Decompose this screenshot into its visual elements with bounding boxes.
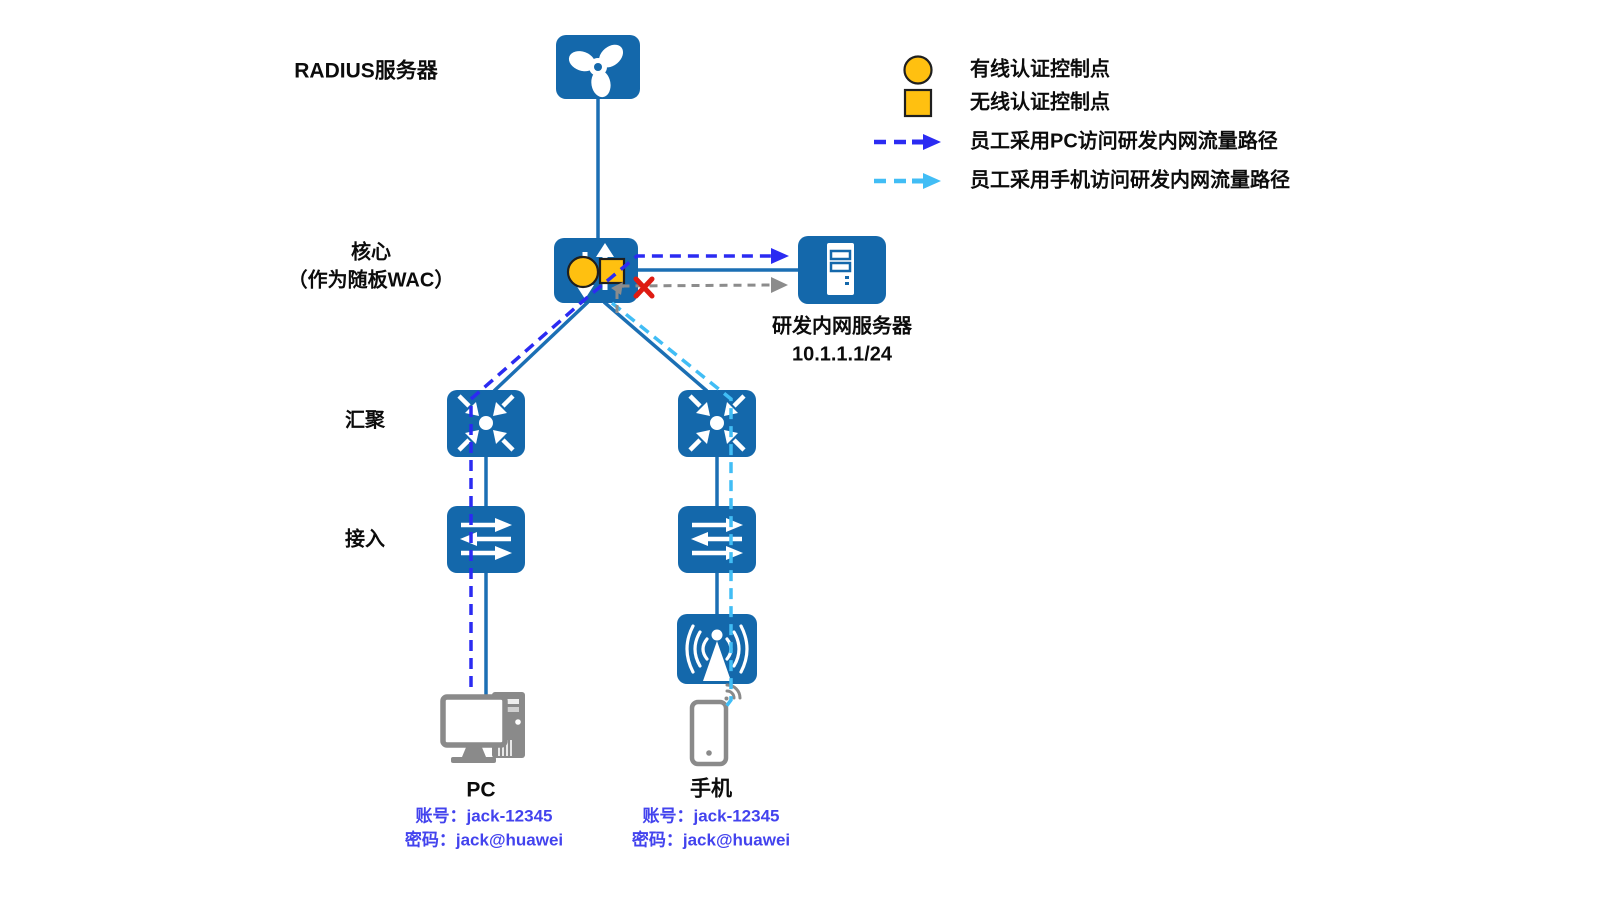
blocked-cross-icon (633, 276, 655, 299)
radio-arcs (685, 624, 749, 674)
aggregation-layer-label: 汇聚 (345, 409, 385, 432)
radius-router-icon (556, 35, 640, 99)
core-switch-label: 核心 (351, 241, 391, 264)
access-switch-left-icon (447, 506, 525, 573)
aggregation-switch-left-icon (447, 390, 525, 457)
wired-auth-marker (566, 255, 600, 289)
pc-label: PC (466, 778, 496, 802)
intranet-server-icon (798, 236, 886, 304)
solid-links (484, 99, 800, 703)
pc-account: 账号：jack-12345 (415, 806, 553, 826)
pc-password: 密码：jack@huawei (404, 830, 564, 850)
legend-pc-path-arrow-icon (874, 134, 941, 150)
blocked-path (611, 276, 788, 313)
phone-icon (689, 683, 742, 767)
legend-wireless-auth-icon (903, 88, 933, 118)
pc-icon (440, 692, 525, 763)
access-switch-right-icon (678, 506, 756, 573)
wifi-arcs-icon (725, 683, 742, 700)
intranet-server-label: 研发内网服务器 (772, 315, 912, 338)
radius-server-label: RADIUS服务器 (294, 59, 438, 83)
legend-phone-path-arrow-icon (874, 173, 941, 189)
pc-traffic-path (469, 248, 789, 687)
phone-traffic-path (610, 301, 733, 710)
access-layer-label: 接入 (345, 528, 385, 551)
aggregation-switch-right-icon (678, 390, 756, 457)
phone-label: 手机 (690, 777, 732, 801)
legend-markers (874, 55, 941, 189)
intranet-server-ip: 10.1.1.1/24 (791, 343, 893, 366)
legend-wireless-auth-label: 无线认证控制点 (970, 91, 1110, 114)
wireless-auth-marker (598, 257, 626, 285)
legend-phone-path-label: 员工采用手机访问研发内网流量路径 (970, 169, 1290, 192)
propeller-glyph (568, 44, 624, 98)
link-core-aggregation-left (492, 300, 590, 393)
ap-icon (677, 614, 757, 684)
phone-password: 密码：jack@huawei (631, 830, 791, 850)
link-core-aggregation-right (602, 300, 709, 393)
legend-wired-auth-label: 有线认证控制点 (970, 58, 1110, 81)
legend-pc-path-label: 员工采用PC访问研发内网流量路径 (970, 130, 1278, 153)
phone-account: 账号：jack-12345 (642, 806, 780, 826)
core-switch-sublabel: （作为随板WAC） (287, 269, 455, 292)
legend-wired-auth-icon (903, 55, 933, 85)
